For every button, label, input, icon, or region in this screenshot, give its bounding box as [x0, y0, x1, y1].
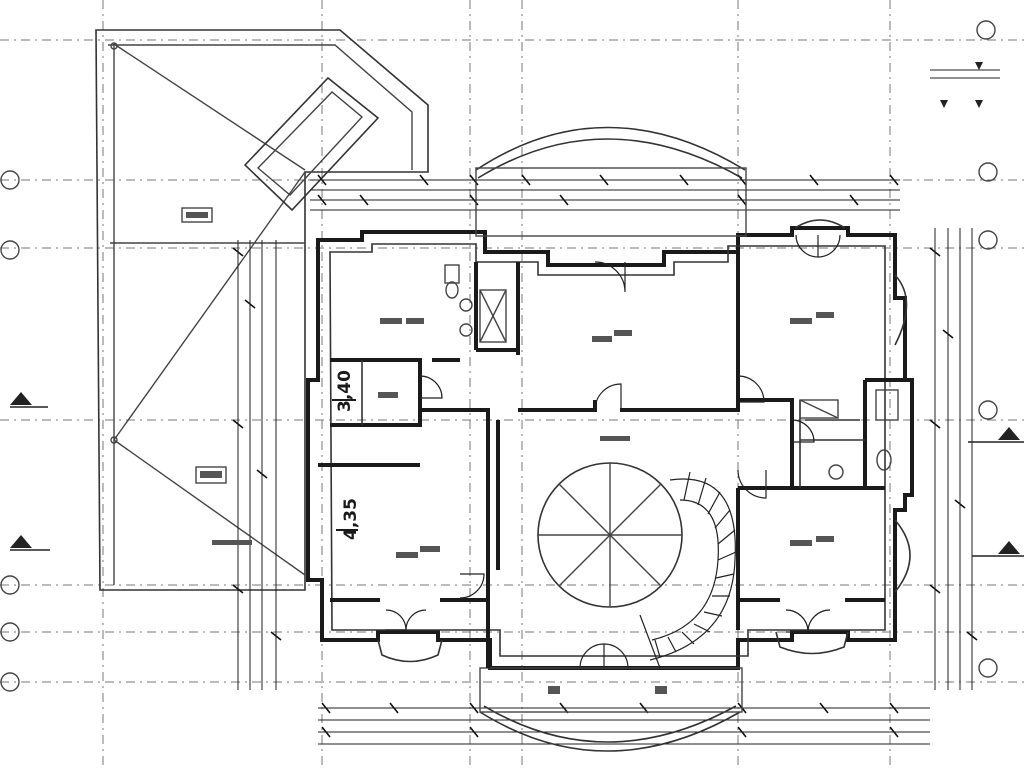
interior-walls [318, 250, 905, 668]
axis-bubble [0, 240, 20, 260]
tag-label [655, 686, 667, 694]
bay-small [377, 639, 443, 663]
toilet [444, 264, 460, 284]
section-marker-right-upper [968, 427, 1024, 443]
room-label [816, 312, 834, 318]
hand-note-2: 4,35 [341, 498, 361, 540]
double-door [385, 609, 407, 631]
sink [459, 298, 473, 312]
bay-bottom [479, 711, 741, 752]
grid-axis-markers [0, 20, 998, 692]
axis-bubble [978, 162, 998, 182]
room-label [396, 552, 418, 558]
hand-note-1: 3,40 [335, 370, 355, 412]
room-label [790, 540, 812, 546]
bay-side [894, 519, 911, 593]
shower [479, 289, 507, 343]
tag-box [181, 207, 213, 223]
room-label [406, 318, 424, 324]
room-label [600, 436, 630, 441]
section-marker-left-lower [10, 535, 50, 551]
toilet [876, 449, 892, 471]
bay-side [894, 274, 908, 346]
door [737, 469, 767, 499]
door [791, 419, 815, 443]
axis-bubble [976, 20, 996, 40]
room-labels [186, 212, 834, 694]
door [459, 573, 485, 599]
dimension-lines [232, 174, 978, 745]
rooftop-unit [243, 76, 380, 212]
bay-top [475, 126, 746, 171]
room-label [592, 336, 612, 342]
room-label [380, 318, 402, 324]
central-rotunda [537, 462, 737, 669]
terrace-area [95, 29, 429, 591]
handwritten-notes: 3,40 4,35 [332, 370, 361, 540]
fixtures [444, 264, 899, 480]
axis-bubble [978, 658, 998, 678]
doors [385, 234, 841, 669]
door [419, 375, 443, 399]
exterior-walls [306, 226, 914, 670]
bay-small [775, 631, 849, 655]
tag-label [548, 686, 560, 694]
room-label [212, 540, 252, 545]
axis-bubble [0, 622, 20, 642]
double-door [795, 234, 819, 258]
spiral-stair [639, 471, 737, 669]
axis-bubble [0, 170, 20, 190]
axis-bubble [0, 575, 20, 595]
section-markers [10, 392, 1024, 557]
axis-bubble [978, 230, 998, 250]
sink [828, 464, 844, 480]
sink [459, 323, 473, 337]
door [737, 375, 765, 403]
axis-bubble [0, 672, 20, 692]
room-label [790, 318, 812, 324]
tag-box [195, 466, 227, 484]
tag-label [200, 471, 222, 478]
section-marker-right-lower [972, 541, 1024, 557]
door [594, 383, 622, 411]
room-label [378, 392, 398, 398]
shower [875, 389, 899, 421]
room-label [614, 330, 632, 336]
door [594, 261, 626, 293]
tag-label [186, 212, 208, 218]
axis-bubble [978, 400, 998, 420]
room-label [420, 546, 440, 552]
double-door [579, 643, 605, 669]
room-label [816, 536, 834, 542]
counter [799, 399, 839, 419]
double-door [785, 609, 809, 633]
level-markers [930, 62, 1000, 108]
section-marker-left-upper [10, 392, 48, 408]
bay-windows [377, 126, 911, 752]
